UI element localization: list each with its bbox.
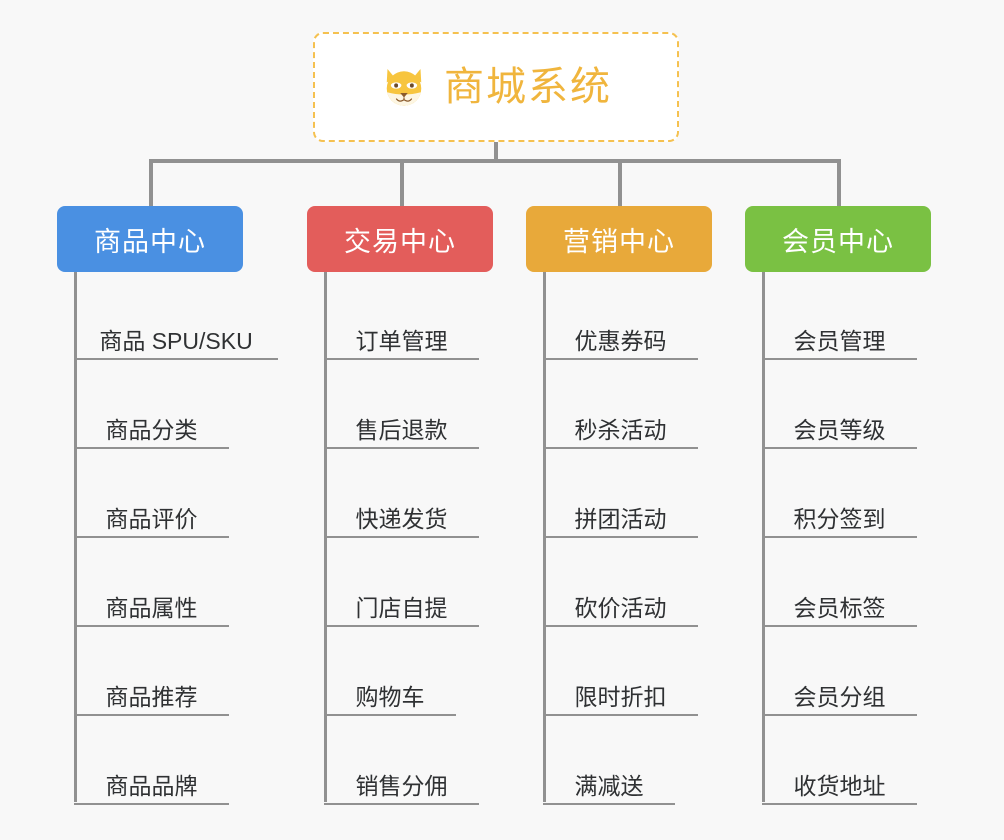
category-label-4: 会员中心 xyxy=(782,226,894,257)
category-box-3[interactable]: 营销中心 xyxy=(526,206,712,272)
leaf-item[interactable]: 商品属性 xyxy=(74,541,229,627)
leaf-item[interactable]: 秒杀活动 xyxy=(543,363,698,449)
leaf-item[interactable]: 收货地址 xyxy=(762,719,917,805)
leaf-label: 限时折扣 xyxy=(574,683,667,710)
leaf-item[interactable]: 销售分佣 xyxy=(324,719,479,805)
leaf-item[interactable]: 商品 SPU/SKU xyxy=(74,274,278,360)
connector-horizontal-bus xyxy=(149,159,841,163)
connector-drop-3 xyxy=(618,159,622,206)
leaf-label: 订单管理 xyxy=(355,327,448,354)
leaf-item[interactable]: 限时折扣 xyxy=(543,630,698,716)
leaf-label: 满减送 xyxy=(574,772,644,799)
leaf-label: 收货地址 xyxy=(793,772,886,799)
category-label-1: 商品中心 xyxy=(94,226,206,257)
connector-drop-2 xyxy=(400,159,404,206)
category-box-1[interactable]: 商品中心 xyxy=(57,206,243,272)
leaf-label: 会员分组 xyxy=(793,683,886,710)
leaf-item[interactable]: 商品评价 xyxy=(74,452,229,538)
root-title: 商城系统 xyxy=(444,65,612,109)
leaf-item[interactable]: 会员标签 xyxy=(762,541,917,627)
leaf-item[interactable]: 订单管理 xyxy=(324,274,479,360)
leaf-item[interactable]: 售后退款 xyxy=(324,363,479,449)
leaf-label: 拼团活动 xyxy=(574,505,667,532)
leaf-label: 砍价活动 xyxy=(574,594,667,621)
leaf-label: 秒杀活动 xyxy=(574,416,667,443)
leaf-item[interactable]: 商品推荐 xyxy=(74,630,229,716)
root-node[interactable]: 商城系统 xyxy=(313,32,679,142)
shiba-dog-face-icon xyxy=(380,63,428,111)
connector-drop-4 xyxy=(837,159,841,206)
category-label-2: 交易中心 xyxy=(344,226,456,257)
connector-root-stem xyxy=(494,142,498,163)
leaf-label: 积分签到 xyxy=(793,505,886,532)
leaf-label: 优惠券码 xyxy=(574,327,667,354)
leaf-item[interactable]: 会员等级 xyxy=(762,363,917,449)
category-box-4[interactable]: 会员中心 xyxy=(745,206,931,272)
leaf-item[interactable]: 优惠券码 xyxy=(543,274,698,360)
leaf-item[interactable]: 商品分类 xyxy=(74,363,229,449)
leaf-label: 商品分类 xyxy=(105,416,198,443)
leaf-item[interactable]: 积分签到 xyxy=(762,452,917,538)
leaf-item[interactable]: 门店自提 xyxy=(324,541,479,627)
leaf-label: 商品属性 xyxy=(105,594,198,621)
leaf-label: 会员等级 xyxy=(793,416,886,443)
connector-drop-1 xyxy=(149,159,153,206)
leaf-label: 商品 SPU/SKU xyxy=(99,327,253,354)
leaf-label: 商品品牌 xyxy=(105,772,198,799)
leaf-label: 会员标签 xyxy=(793,594,886,621)
leaf-item[interactable]: 商品品牌 xyxy=(74,719,229,805)
leaf-label: 会员管理 xyxy=(793,327,886,354)
leaf-label: 购物车 xyxy=(355,683,425,710)
leaf-label: 商品评价 xyxy=(105,505,198,532)
leaf-item[interactable]: 会员分组 xyxy=(762,630,917,716)
category-box-2[interactable]: 交易中心 xyxy=(307,206,493,272)
leaf-item[interactable]: 满减送 xyxy=(543,719,675,805)
leaf-label: 销售分佣 xyxy=(355,772,448,799)
leaf-item[interactable]: 快递发货 xyxy=(324,452,479,538)
leaf-item[interactable]: 拼团活动 xyxy=(543,452,698,538)
leaf-label: 售后退款 xyxy=(355,416,448,443)
leaf-item[interactable]: 砍价活动 xyxy=(543,541,698,627)
leaf-item[interactable]: 购物车 xyxy=(324,630,456,716)
leaf-label: 门店自提 xyxy=(355,594,448,621)
leaf-label: 快递发货 xyxy=(355,505,448,532)
leaf-item[interactable]: 会员管理 xyxy=(762,274,917,360)
category-label-3: 营销中心 xyxy=(563,226,675,257)
leaf-label: 商品推荐 xyxy=(105,683,198,710)
